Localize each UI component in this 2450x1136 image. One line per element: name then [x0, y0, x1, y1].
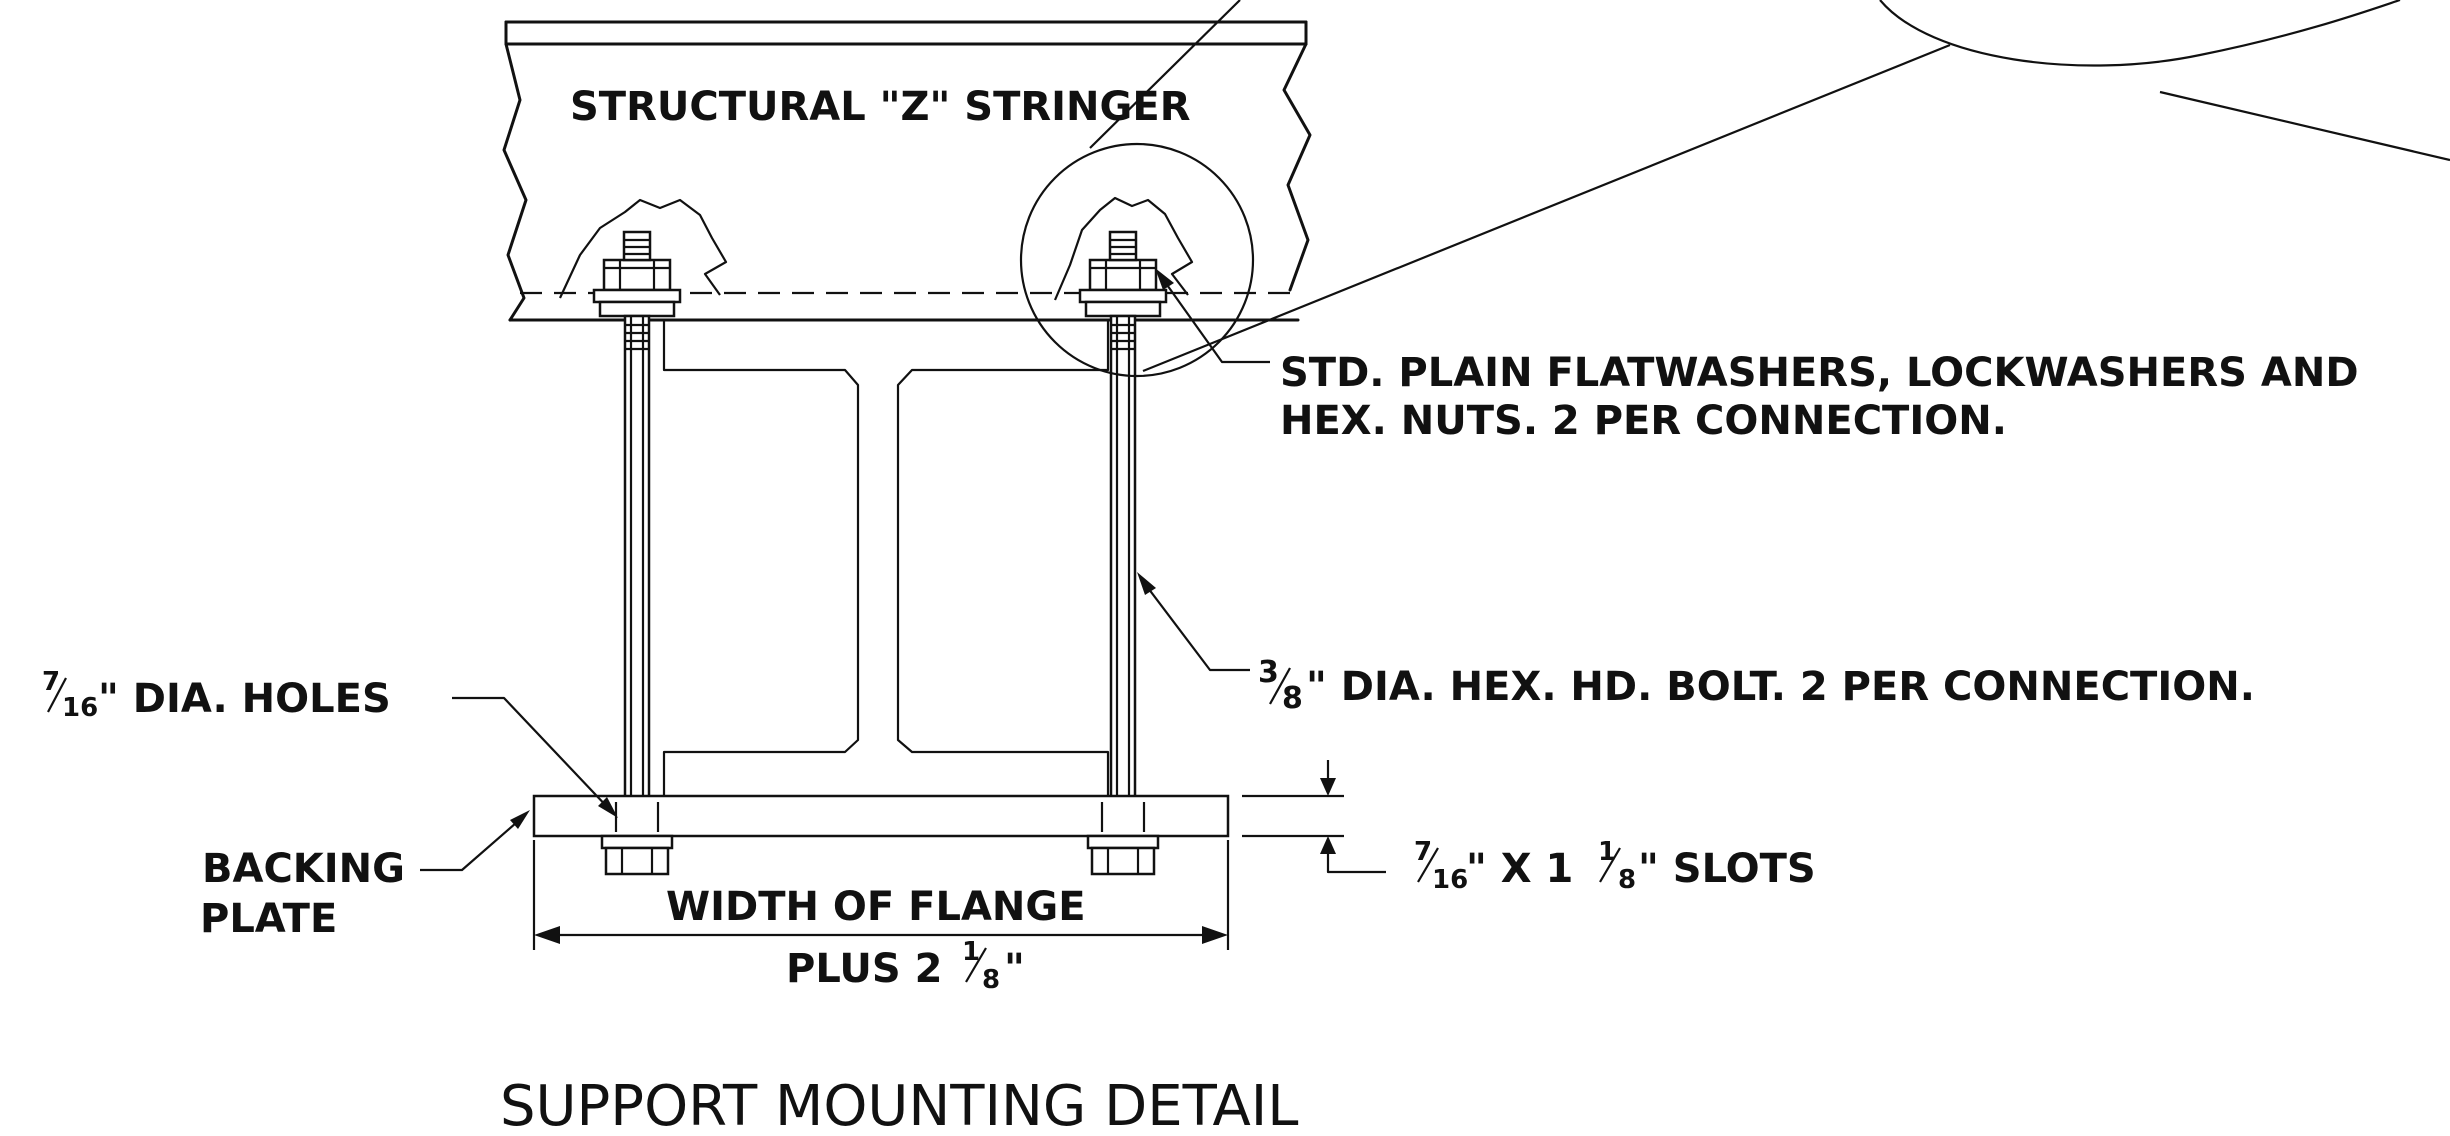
bolt-label: 3 8 " DIA. HEX. HD. BOLT. 2 PER CONNECTI… — [1258, 655, 2255, 716]
width-dimension — [532, 840, 1230, 950]
left-bottom-nut — [600, 834, 674, 876]
slots-fraction2-denominator: 8 — [1618, 865, 1636, 895]
slots-label-end: " SLOTS — [1638, 846, 1816, 892]
thickness-dimension — [1242, 760, 1386, 874]
slots-label: 7 16 " X 1 1 8 " SLOTS — [1414, 837, 1816, 895]
detail-callout — [1019, 0, 2450, 378]
width-fraction-numerator: 1 — [962, 937, 980, 967]
washers-leader — [1155, 268, 1270, 364]
washers-label-line2: HEX. NUTS. 2 PER CONNECTION. — [1280, 398, 2007, 444]
right-bolt — [1109, 314, 1137, 848]
holes-fraction-denominator: 16 — [62, 693, 98, 723]
stringer-label: STRUCTURAL "Z" STRINGER — [570, 84, 1191, 130]
bolt-label-text: " DIA. HEX. HD. BOLT. 2 PER CONNECTION. — [1306, 664, 2255, 710]
right-top-nut-assembly — [1078, 230, 1168, 318]
width-label-suffix: " — [1004, 946, 1025, 992]
backing-plate-leader — [420, 810, 530, 872]
holes-leader — [452, 696, 618, 818]
left-bolt — [623, 314, 651, 848]
bolt-leader — [1137, 572, 1250, 672]
width-label-line1: WIDTH OF FLANGE — [666, 884, 1086, 930]
left-top-nut-assembly — [592, 230, 682, 318]
drawing-title: SUPPORT MOUNTING DETAIL — [500, 1074, 1298, 1136]
holes-label: 7 16 " DIA. HOLES — [42, 667, 391, 723]
backing-plate — [532, 794, 1230, 838]
slots-fraction-denominator: 16 — [1432, 865, 1468, 895]
backing-plate-label-line1: BACKING — [202, 846, 405, 892]
holes-fraction-numerator: 7 — [42, 667, 60, 697]
width-label-line2: PLUS 2 1 8 " — [786, 937, 1025, 995]
right-bottom-nut — [1086, 834, 1160, 876]
backing-plate-label-line2: PLATE — [200, 896, 337, 942]
slots-fraction2-numerator: 1 — [1598, 837, 1616, 867]
bolt-fraction-numerator: 3 — [1258, 655, 1279, 690]
bolt-fraction-denominator: 8 — [1282, 681, 1303, 716]
width-label-prefix: PLUS 2 — [786, 946, 942, 992]
washers-label-line1: STD. PLAIN FLATWASHERS, LOCKWASHERS AND — [1280, 350, 2359, 396]
holes-label-text: " DIA. HOLES — [98, 676, 391, 722]
slots-fraction-numerator: 7 — [1414, 837, 1432, 867]
slots-label-mid: " X 1 — [1466, 846, 1573, 892]
i-beam — [662, 318, 1110, 800]
width-fraction-denominator: 8 — [982, 965, 1000, 995]
